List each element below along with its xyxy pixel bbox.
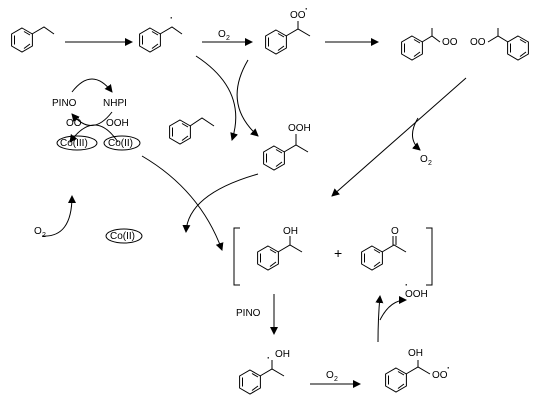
- phenylethyl-radical: ·: [139, 13, 183, 53]
- arrow-o2-release: [412, 117, 421, 151]
- co3-peroxo: OO · Co(III): [56, 113, 98, 151]
- ooh-label: OOH: [288, 123, 311, 134]
- o2-text: O: [326, 370, 334, 381]
- plus-sign: +: [334, 245, 342, 261]
- arrow-hoo-release: [379, 296, 407, 321]
- co2-label: Co(II): [110, 231, 135, 242]
- phenylethanol: OH: [257, 226, 303, 271]
- o2-subscript: 2: [334, 376, 338, 383]
- oo-label: OO: [290, 10, 306, 21]
- peroxyl-radical: OO ·: [265, 4, 311, 55]
- bracket-right: [426, 227, 433, 286]
- o2-text: O: [420, 154, 428, 165]
- oo-label: OO: [470, 37, 486, 48]
- radical-dot: ·: [305, 4, 308, 14]
- radical-dot: ·: [405, 280, 408, 290]
- co2-label: Co(II): [108, 138, 133, 149]
- co2-hydroperoxo: OOH Co(II): [103, 118, 141, 151]
- arrow-pino-to-nhpi: [71, 78, 113, 93]
- oo-label: OO: [66, 118, 82, 129]
- arrow-termination: [331, 77, 467, 197]
- oo-label: OO: [442, 37, 458, 48]
- bracket-left: [233, 227, 240, 286]
- oh-label: OH: [283, 226, 298, 237]
- alpha-hydroxy-radical: OH ·: [239, 349, 290, 395]
- acetophenone: O: [361, 226, 407, 271]
- oh-label: OH: [408, 348, 423, 359]
- arrow-co-catalysis-2: [182, 173, 259, 233]
- o2-subscript: 2: [42, 232, 46, 239]
- hydroperoxide: OOH: [263, 123, 311, 171]
- pino-label: PINO: [52, 98, 77, 109]
- pino-label-bottom: PINO: [236, 308, 261, 319]
- o-label: O: [391, 226, 399, 237]
- co2-free: Co(II): [105, 228, 143, 244]
- nhpi-label: NHPI: [103, 98, 127, 109]
- arrow-radical-to-hydroperoxide: [195, 55, 238, 141]
- radical-dot: ·: [267, 353, 270, 363]
- o2-label-1: O 2: [218, 29, 230, 42]
- alpha-hydroxy-peroxyl: OH OO ·: [385, 348, 450, 393]
- ethylbenzene: [11, 26, 55, 53]
- o2-subscript: 2: [226, 35, 230, 42]
- radical-dot: ·: [170, 13, 173, 23]
- o2-text: O: [34, 226, 42, 237]
- arrow-co-catalysis-1: [141, 155, 224, 251]
- oh-label: OH: [275, 349, 290, 360]
- arrow-co2-to-co3: [41, 195, 76, 237]
- tetroxide-dimer: OO OO: [401, 28, 529, 61]
- o2-text: O: [218, 29, 226, 40]
- o2-label-co: O 2: [34, 226, 46, 239]
- radical-dot: ·: [447, 363, 450, 373]
- hoo-radical-label: · OOH: [405, 280, 428, 300]
- co3-label: Co(III): [60, 138, 88, 149]
- ethylbenzene-middle: [169, 117, 215, 145]
- o2-label-bottom: O 2: [326, 370, 338, 383]
- oo-label: OO: [432, 370, 448, 381]
- radical-dot: ·: [77, 113, 80, 123]
- o2-label-release: O 2: [420, 154, 432, 167]
- o2-subscript: 2: [428, 160, 432, 167]
- arrow-to-acetophenone: [375, 295, 384, 343]
- arrow-hydroperoxide-formation: [236, 59, 259, 137]
- ooh-label: OOH: [106, 118, 129, 129]
- ooh-label: OOH: [405, 289, 428, 300]
